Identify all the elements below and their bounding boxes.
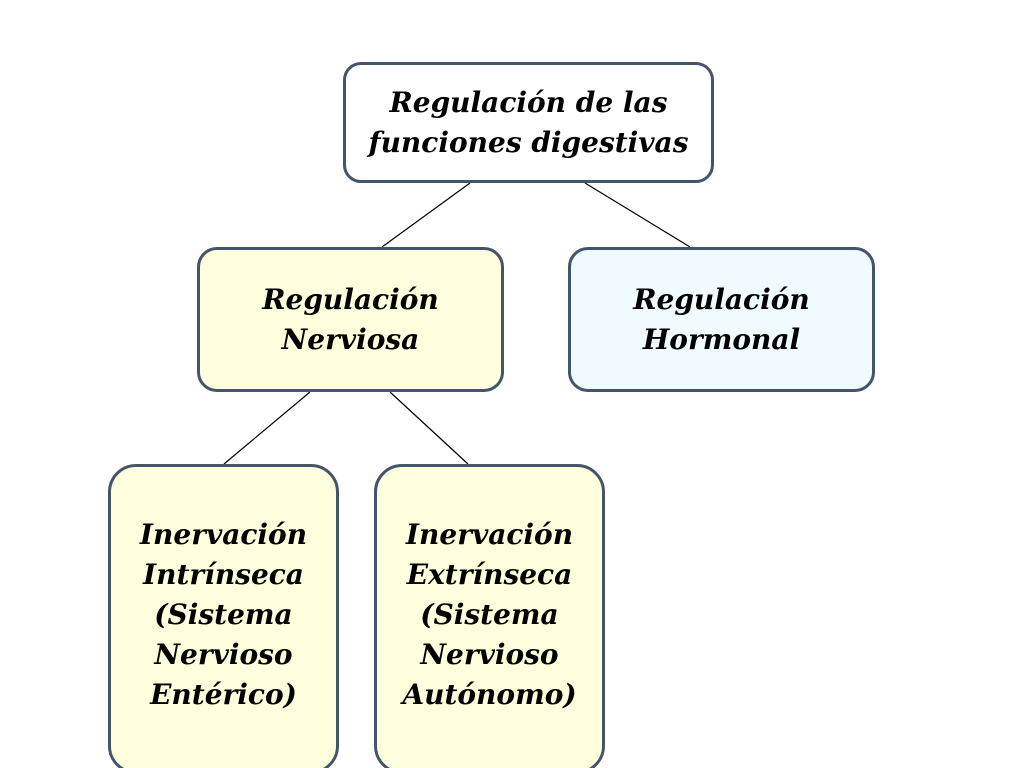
connector-nerviosa-extrinseca [389,391,469,465]
node-regulacion-nerviosa: Regulación Nerviosa [197,247,504,392]
node-label: Inervación Extrínseca (Sistema Nervioso … [402,518,577,711]
node-label: Inervación Intrínseca (Sistema Nervioso … [139,518,308,711]
node-label: Regulación de las funciones digestivas [368,85,689,159]
node-regulacion-funciones-digestivas: Regulación de las funciones digestivas [343,62,714,183]
node-inervacion-intrinseca: Inervación Intrínseca (Sistema Nervioso … [108,464,339,768]
connector-nerviosa-intrinseca [223,391,311,465]
node-label: Regulación Hormonal [633,282,810,356]
node-inervacion-extrinseca: Inervación Extrínseca (Sistema Nervioso … [374,464,605,768]
node-regulacion-hormonal: Regulación Hormonal [568,247,875,392]
connector-root-nerviosa [381,182,471,248]
connector-root-hormonal [584,182,691,248]
node-label: Regulación Nerviosa [262,282,439,356]
